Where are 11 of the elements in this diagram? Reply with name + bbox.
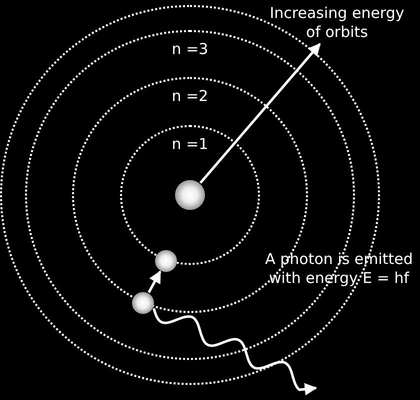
- arrow: [199, 43, 321, 184]
- orbit-label: n =1: [172, 135, 208, 153]
- electron: [155, 250, 177, 272]
- electron: [132, 292, 154, 314]
- wavy-arrow: [152, 308, 318, 396]
- arrow: [148, 270, 162, 294]
- orbit-label: n =2: [172, 87, 208, 105]
- nucleus: [175, 180, 205, 210]
- photon-label: A photon is emitted with energy E = hf: [264, 250, 414, 288]
- orbit-label: n =3: [172, 40, 208, 58]
- annotation-text: Increasing energy of orbits: [262, 4, 412, 42]
